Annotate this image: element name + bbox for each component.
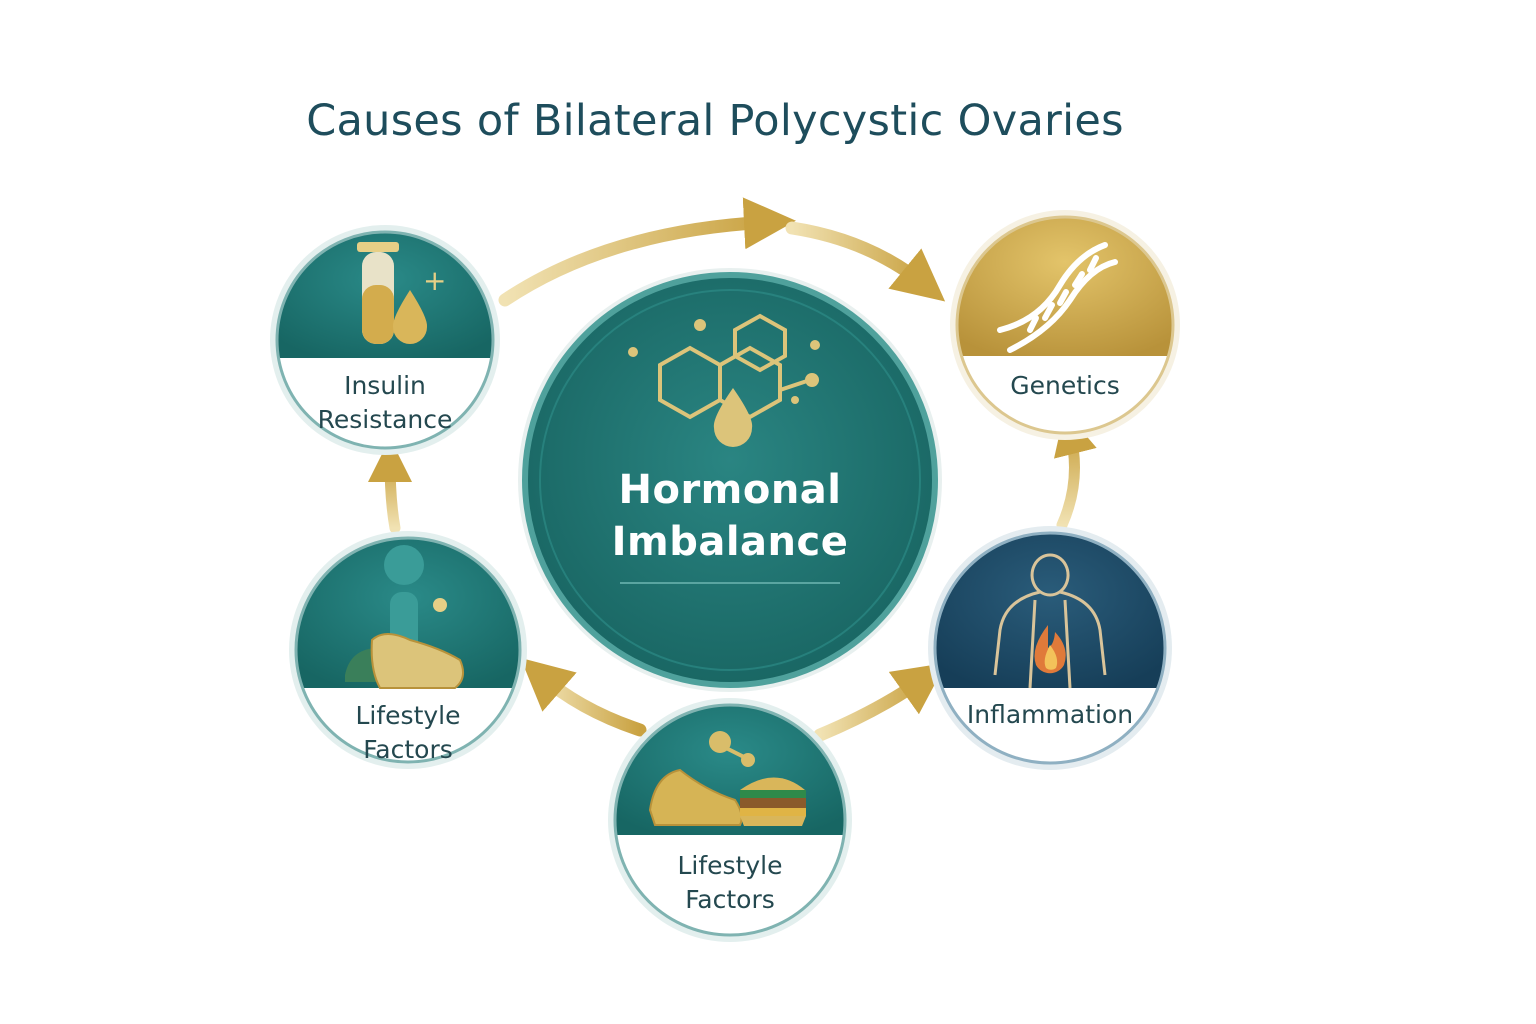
body-flame-icon	[993, 553, 1107, 689]
arrow-lifestyle-left-to-insulin	[368, 438, 413, 534]
cycle-arrows	[368, 197, 1097, 742]
arrow-insulin-to-genetics-b	[785, 221, 946, 302]
label-line: Factors	[685, 884, 775, 914]
svg-text:+: +	[423, 264, 446, 297]
label-inflammation: Inflammation	[945, 695, 1155, 735]
label-line: Insulin	[344, 370, 426, 400]
label-insulin-resistance: Insulin Resistance	[285, 365, 485, 440]
label-genetics: Genetics	[965, 366, 1165, 406]
label-lifestyle-factors-bottom: Lifestyle Factors	[630, 845, 830, 920]
label-line: Lifestyle	[355, 700, 461, 730]
center-label: Hormonal Imbalance	[520, 464, 940, 568]
label-line: Inflammation	[966, 700, 1134, 729]
center-node-hormonal-imbalance	[518, 268, 942, 692]
arrow-inflammation-to-genetics	[1053, 410, 1097, 531]
person-shoes-icon	[345, 545, 465, 689]
dna-icon	[997, 242, 1118, 353]
center-label-line1: Hormonal	[618, 467, 842, 513]
arrow-lifestyle-bottom-to-lifestyle-left	[520, 657, 647, 737]
test-tube-icon: +	[357, 242, 446, 344]
label-line: Lifestyle	[677, 850, 783, 880]
center-label-line2: Imbalance	[611, 519, 849, 565]
label-line: Genetics	[1010, 371, 1120, 400]
node-genetics	[950, 210, 1180, 440]
arrow-lifestyle-bottom-to-inflammation	[813, 662, 947, 742]
label-lifestyle-factors-left: Lifestyle Factors	[308, 695, 508, 770]
label-line: Resistance	[317, 404, 453, 434]
node-lifestyle-factors-left	[289, 531, 527, 769]
label-line: Factors	[363, 734, 453, 764]
sneaker-burger-icon	[648, 731, 806, 826]
hormone-molecule-icon	[658, 313, 811, 420]
page-title: Causes of Bilateral Polycystic Ovaries	[306, 96, 1124, 146]
arrow-insulin-to-genetics-a	[498, 197, 796, 307]
node-insulin-resistance: +	[270, 225, 500, 455]
